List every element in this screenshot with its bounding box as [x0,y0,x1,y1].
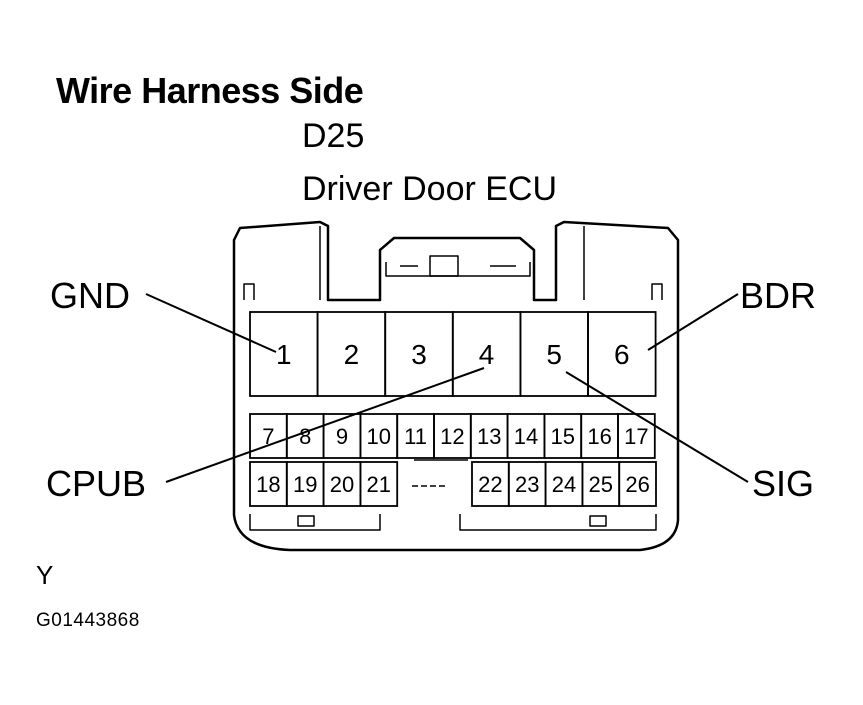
pin-5-label: 5 [546,339,562,370]
pin-8-label: 8 [299,424,311,449]
pin-6-label: 6 [614,339,630,370]
footer-letter: Y [36,560,54,590]
pin-7-label: 7 [262,424,274,449]
leader-bdr [647,293,739,351]
pin-12-label: 12 [440,424,464,449]
pin-13-label: 13 [477,424,501,449]
callout-cpub: CPUB [46,463,147,504]
pin-20-label: 20 [330,472,354,497]
pin-11-label: 11 [404,424,427,449]
pin-25-label: 25 [589,472,613,497]
pin-17-label: 17 [624,424,648,449]
callout-gnd: GND [50,275,130,316]
callout-sig: SIG [752,463,815,504]
pin-16-label: 16 [587,424,611,449]
pin-22-label: 22 [478,472,502,497]
leader-sig [565,371,749,483]
pin-21-label: 21 [367,472,391,497]
pin-24-label: 24 [552,472,576,497]
pin-19-label: 19 [293,472,317,497]
large-pin-group: 1 2 3 4 5 6 [249,311,657,397]
pin-2-label: 2 [344,339,360,370]
pin-14-label: 14 [514,424,538,449]
connector-housing [232,220,680,552]
pin-4-label: 4 [479,339,495,370]
figure-code: G01443868 [36,610,140,631]
pin-1-label: 1 [276,339,292,370]
pin-6-cavity [587,311,657,397]
pin-9-label: 9 [336,424,348,449]
connector-id: D25 [302,117,365,155]
leader-gnd [145,293,277,353]
pin-26-label: 26 [625,472,649,497]
pin-18-label: 18 [256,472,280,497]
diagram-title: Wire Harness Side [56,70,364,111]
pin-26-cavity [618,461,657,507]
pin-21-cavity [359,461,399,507]
pin-3-label: 3 [411,339,427,370]
leader-cpub [165,367,485,483]
connector-name: Driver Door ECU [302,170,558,208]
callout-bdr: BDR [740,275,817,316]
pin-23-label: 23 [515,472,539,497]
pin-15-label: 15 [551,424,575,449]
pin-10-label: 10 [367,424,391,449]
